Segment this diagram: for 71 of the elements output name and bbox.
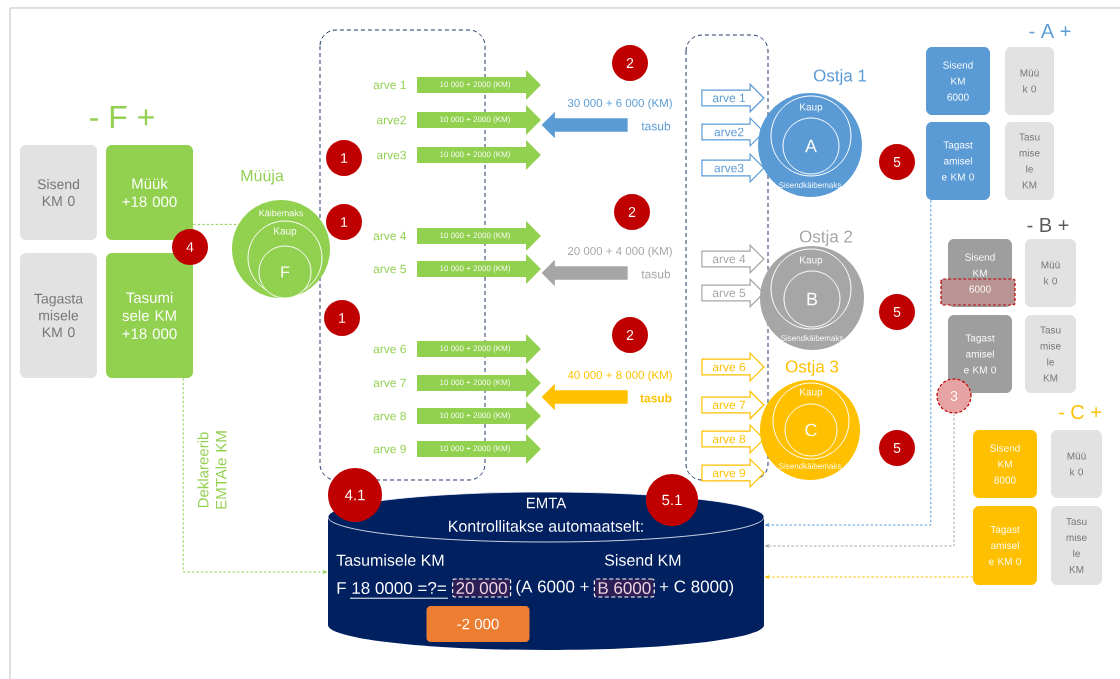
- callout-number: 2: [612, 45, 648, 81]
- account-box: Sisend KM 6000: [940, 239, 1016, 307]
- invoice-tag: 10 000 + 2000 (KM): [416, 140, 541, 170]
- callout-number: 5: [879, 430, 915, 466]
- invoice-label: arve3: [377, 150, 406, 160]
- invoice-label: arve 6: [373, 344, 406, 354]
- callout-number: 3: [936, 378, 972, 414]
- circle-heading: Ostja 2: [799, 230, 853, 246]
- invoice-label: arve 4: [373, 231, 407, 241]
- amount-label: 40 000 + 8 000 (KM): [567, 370, 672, 382]
- account-heading: - C +: [1058, 404, 1101, 420]
- circle-heading: Ostja 3: [785, 360, 839, 376]
- connector: [192, 223, 239, 225]
- invoice-tag: 10 000 + 2000 (KM): [416, 434, 541, 464]
- circle-caption: Käibemaks: [259, 209, 303, 217]
- payment-label: tasub: [641, 121, 671, 131]
- circle-caption: Sisendkäibemaks: [779, 182, 842, 188]
- callout-number: 5: [879, 144, 915, 180]
- callout-number: 1: [324, 300, 360, 336]
- account-box: Tasumi sele KM +18 000: [106, 253, 193, 378]
- account-box: Tasu mise le KM: [1051, 506, 1102, 585]
- account-box: Tagast amisel e KM 0: [926, 122, 990, 200]
- callout-number: 4.1: [328, 468, 382, 522]
- circle-heading: Ostja 1: [813, 69, 867, 85]
- connector: [765, 575, 974, 579]
- account-box: Müü k 0: [1025, 239, 1076, 307]
- invoice-tag: 10 000 + 2000 (KM): [416, 401, 541, 431]
- invoice-tag: 10 000 + 2000 (KM): [416, 368, 541, 398]
- invoice-label: arve 8: [373, 411, 406, 421]
- callout-number: 5.1: [646, 474, 698, 526]
- invoice-label: arve2: [377, 115, 406, 125]
- connector: [182, 377, 327, 574]
- account-box: Sisend KM 8000: [973, 430, 1037, 498]
- circle-caption: Sisendkäibemaks: [779, 463, 842, 469]
- account-box: Müü k 0: [1051, 430, 1102, 498]
- invoice-tag: 10 000 + 2000 (KM): [416, 105, 541, 135]
- callout-number: 1: [326, 140, 362, 176]
- callout-number: 1: [326, 204, 362, 240]
- account-heading: - F +: [90, 106, 154, 128]
- circle-caption: Sisendkäibemaks: [781, 335, 844, 341]
- payment-label: tasub: [640, 393, 672, 403]
- callout-number: 2: [614, 194, 650, 230]
- account-heading: - B +: [1027, 218, 1069, 232]
- account-box: Müük +18 000: [106, 145, 193, 240]
- account-box: Tasu mise le KM: [1005, 122, 1054, 200]
- edge-label: Deklareerib EMTAle KM: [197, 431, 227, 509]
- cylinder-heading: EMTA: [526, 497, 567, 509]
- callout-number: 2: [612, 317, 648, 353]
- invoice-label: arve 5: [373, 264, 406, 274]
- account-heading: - A +: [1029, 24, 1071, 38]
- amount-label: 20 000 + 4 000 (KM): [568, 246, 672, 258]
- invoice-label: arve 7: [373, 378, 406, 388]
- account-box: Sisend KM 6000: [926, 47, 990, 115]
- account-box: Tagast amisel e KM 0: [973, 506, 1037, 585]
- account-box: Tagasta misele KM 0: [20, 253, 97, 378]
- callout-number: 4: [172, 229, 208, 265]
- connector: [765, 413, 955, 548]
- invoice-label: arve 9: [373, 444, 406, 454]
- amount-label: 30 000 + 6 000 (KM): [567, 98, 672, 110]
- account-box: Sisend KM 0: [20, 145, 97, 240]
- circle-heading: Müüja: [241, 169, 284, 185]
- callout-number: 5: [879, 294, 915, 330]
- invoice-tag: 10 000 + 2000 (KM): [416, 334, 541, 364]
- payment-label: tasub: [641, 269, 671, 279]
- connector: [765, 199, 932, 527]
- account-box: Tasu mise le KM: [1025, 315, 1076, 393]
- invoice-tag: 10 000 + 2000 (KM): [416, 254, 541, 284]
- invoice-tag: 10 000 + 2000 (KM): [416, 221, 541, 251]
- invoice-label: arve 1: [373, 80, 406, 90]
- invoice-tag: 10 000 + 2000 (KM): [416, 70, 541, 100]
- account-box: Müü k 0: [1005, 47, 1054, 115]
